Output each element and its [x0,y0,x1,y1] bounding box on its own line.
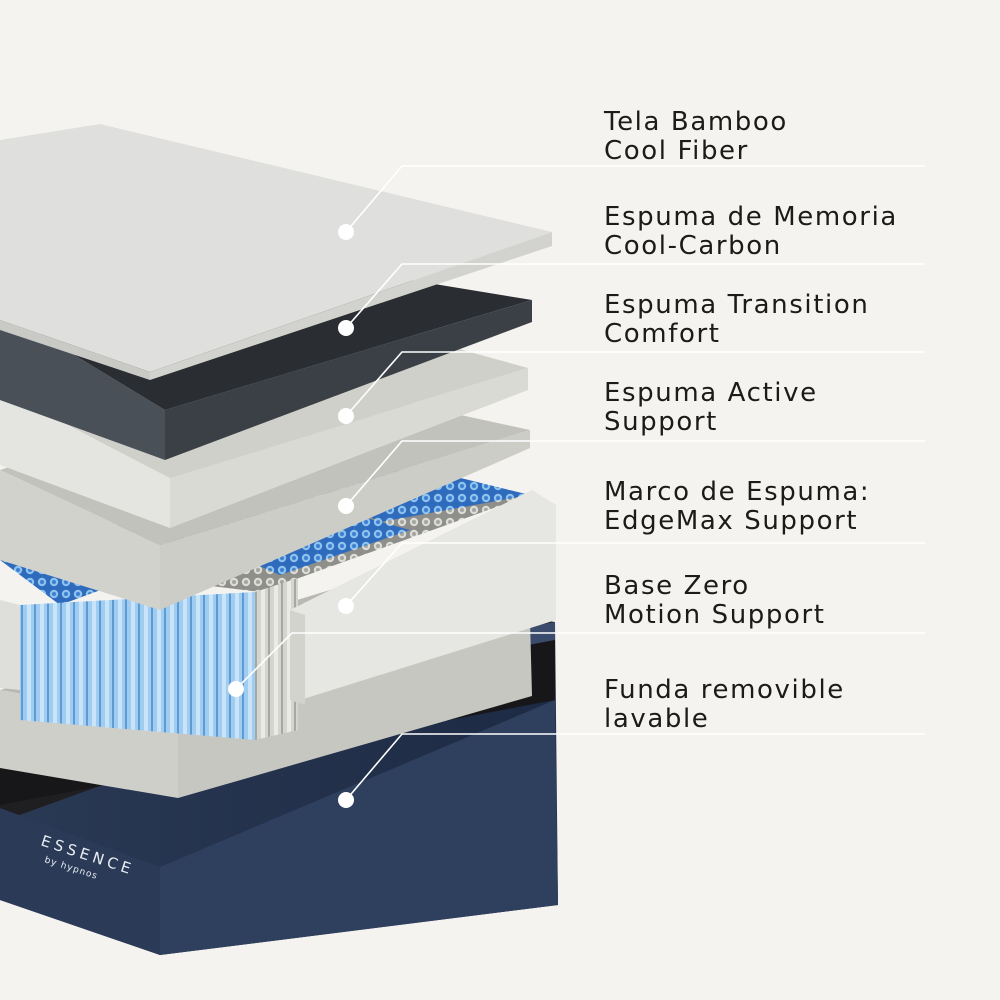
marker-dot-cool-carbon [338,320,354,336]
label-transition-comfort: Espuma Transition Comfort [604,291,964,349]
marker-dot-cover [338,792,354,808]
label-line: Funda removible [604,675,845,705]
label-bamboo-fabric: Tela Bamboo Cool Fiber [604,108,964,166]
label-line: Base Zero [604,571,750,601]
marker-dot-edgemax [338,598,354,614]
marker-dots [228,224,354,808]
label-line: Motion Support [604,600,826,630]
label-line: Espuma Active [604,378,818,408]
label-line: lavable [604,704,710,734]
label-line: Tela Bamboo [604,107,788,137]
label-edgemax-frame: Marco de Espuma: EdgeMax Support [604,478,964,536]
label-zero-motion: Base Zero Motion Support [604,572,964,630]
leader-lines [235,165,925,801]
bamboo-fabric-layer [0,124,552,380]
label-removable-cover: Funda removible lavable [604,676,964,734]
label-line: EdgeMax Support [604,506,859,536]
label-line: Cool-Carbon [604,231,782,261]
marker-dot-zero-motion [228,681,244,697]
marker-dot-active [338,498,354,514]
label-active-support: Espuma Active Support [604,379,964,437]
label-line: Marco de Espuma: [604,477,871,507]
marker-dot-transition [338,408,354,424]
label-line: Support [604,407,718,437]
label-line: Espuma de Memoria [604,202,898,232]
marker-dot-bamboo [338,224,354,240]
label-line: Comfort [604,319,721,349]
label-cool-carbon: Espuma de Memoria Cool-Carbon [604,203,964,261]
label-line: Espuma Transition [604,290,870,320]
label-line: Cool Fiber [604,136,749,166]
